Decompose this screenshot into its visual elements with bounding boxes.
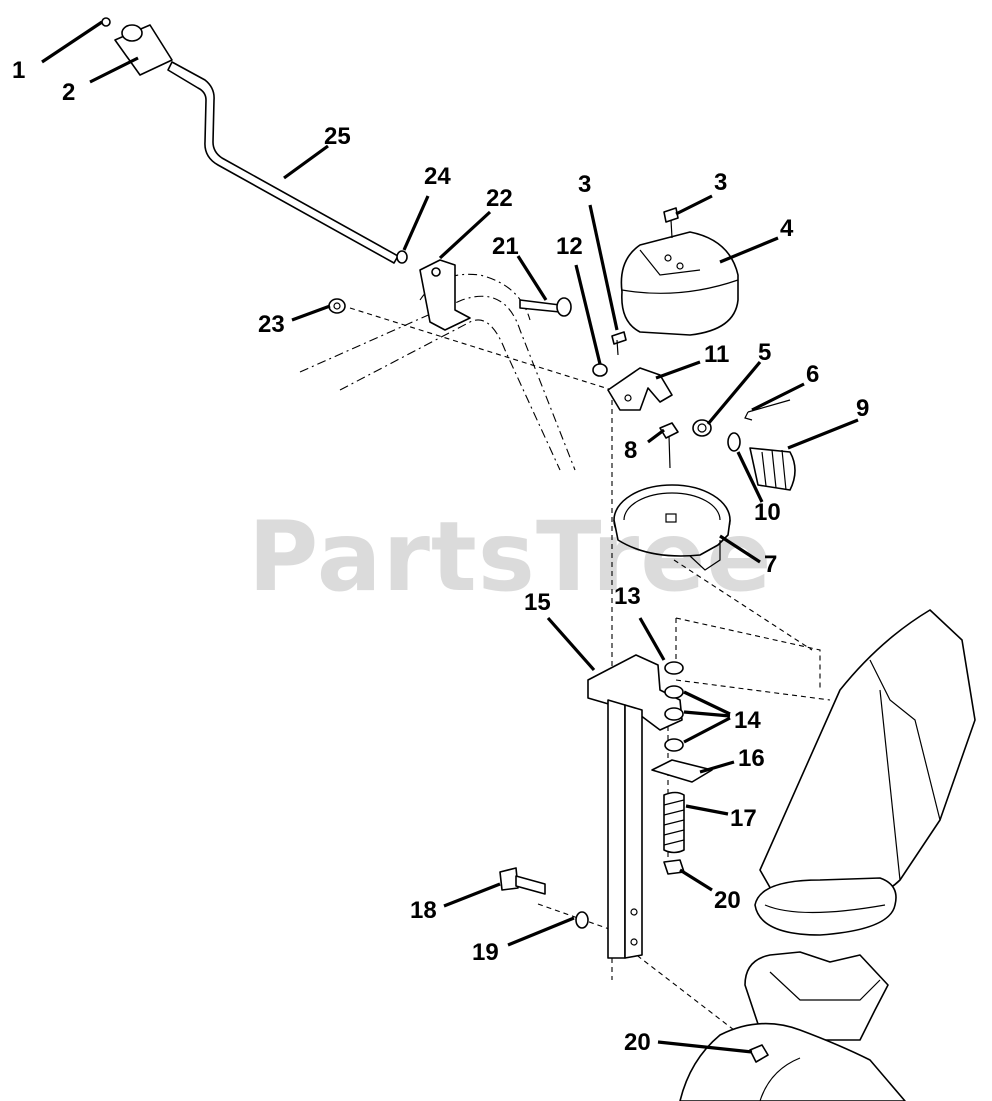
callout-9: 9 xyxy=(856,395,869,422)
callout-14: 14 xyxy=(734,707,761,734)
gear-assembly xyxy=(692,399,796,491)
callout-15: 15 xyxy=(524,589,551,616)
callout-24: 24 xyxy=(424,163,451,190)
callout-20-lower: 20 xyxy=(624,1029,651,1056)
callout-1: 1 xyxy=(12,57,25,84)
bolt-assembly xyxy=(499,867,589,929)
callout-25: 25 xyxy=(324,123,351,150)
callouts: 1 2 3 3 4 5 6 7 8 9 10 11 12 13 14 15 xyxy=(12,20,869,1056)
callout-20-upper: 20 xyxy=(714,887,741,914)
callout-4: 4 xyxy=(780,215,794,242)
crank-handle xyxy=(101,17,408,264)
support-bracket xyxy=(592,363,679,469)
phantom-lines xyxy=(299,273,831,1051)
bracket-assembly xyxy=(328,259,572,331)
callout-19: 19 xyxy=(472,939,499,966)
deflector-cap xyxy=(611,207,739,356)
callout-12: 12 xyxy=(556,233,583,260)
callout-23: 23 xyxy=(258,311,285,338)
callout-3-right: 3 xyxy=(714,169,727,196)
callout-3-left: 3 xyxy=(578,171,591,198)
chute-tube xyxy=(587,654,683,959)
spring-stack xyxy=(651,661,769,1063)
callout-13: 13 xyxy=(614,583,641,610)
callout-8: 8 xyxy=(624,437,637,464)
chute-assembly xyxy=(679,609,976,1101)
callout-21: 21 xyxy=(492,233,519,260)
callout-5: 5 xyxy=(758,339,771,366)
callout-10: 10 xyxy=(754,499,781,526)
ring-gear xyxy=(613,484,731,571)
callout-22: 22 xyxy=(486,185,513,212)
callout-7: 7 xyxy=(764,551,777,578)
callout-2: 2 xyxy=(62,79,75,106)
callout-16: 16 xyxy=(738,745,765,772)
watermark-text: PartsTree xyxy=(248,501,772,613)
callout-17: 17 xyxy=(730,805,757,832)
callout-18: 18 xyxy=(410,897,437,924)
callout-6: 6 xyxy=(806,361,819,388)
callout-11: 11 xyxy=(704,341,729,368)
